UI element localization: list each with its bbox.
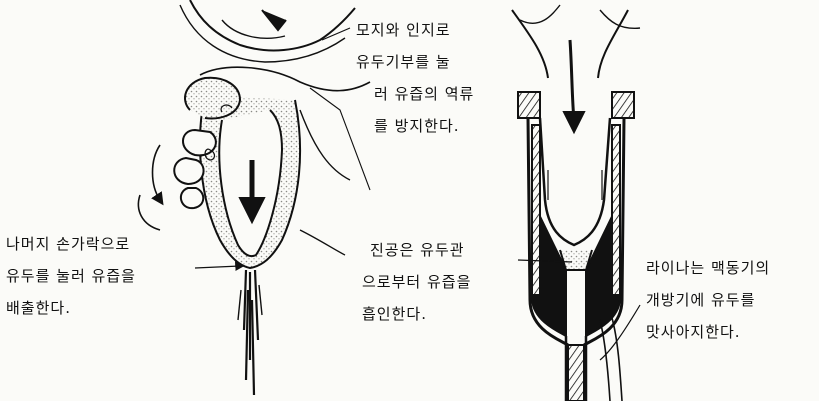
label-line: 유두를 눌러 유즙을 xyxy=(6,260,136,292)
label-line: 나머지 손가락으로 xyxy=(6,228,136,260)
label-line: 진공은 유두관 xyxy=(362,234,471,266)
label-line: 유두기부를 눌 xyxy=(356,46,474,78)
label-other-fingers: 나머지 손가락으로 유두를 눌러 유즙을 배출한다. xyxy=(6,228,136,324)
label-line: 맛사아지한다. xyxy=(646,316,770,348)
label-vacuum: 진공은 유두관 으로부터 유즙을 흡인한다. xyxy=(362,234,471,330)
label-thumb-index: 모지와 인지로 유두기부를 눌 러 유즙의 역류 를 방지한다. xyxy=(356,14,474,142)
label-line: 라이나는 맥동기의 xyxy=(646,252,770,284)
label-line: 흡인한다. xyxy=(362,298,471,330)
machine-milking-illustration xyxy=(512,5,640,401)
label-line: 러 유즙의 역류 xyxy=(356,78,474,110)
label-liner: 라이나는 맥동기의 개방기에 유두를 맛사아지한다. xyxy=(646,252,770,348)
label-line: 모지와 인지로 xyxy=(356,14,474,46)
label-line: 를 방지한다. xyxy=(356,110,474,142)
hand-milking-illustration xyxy=(138,0,370,395)
label-line: 배출한다. xyxy=(6,292,136,324)
label-line: 으로부터 유즙을 xyxy=(362,266,471,298)
label-line: 개방기에 유두를 xyxy=(646,284,770,316)
